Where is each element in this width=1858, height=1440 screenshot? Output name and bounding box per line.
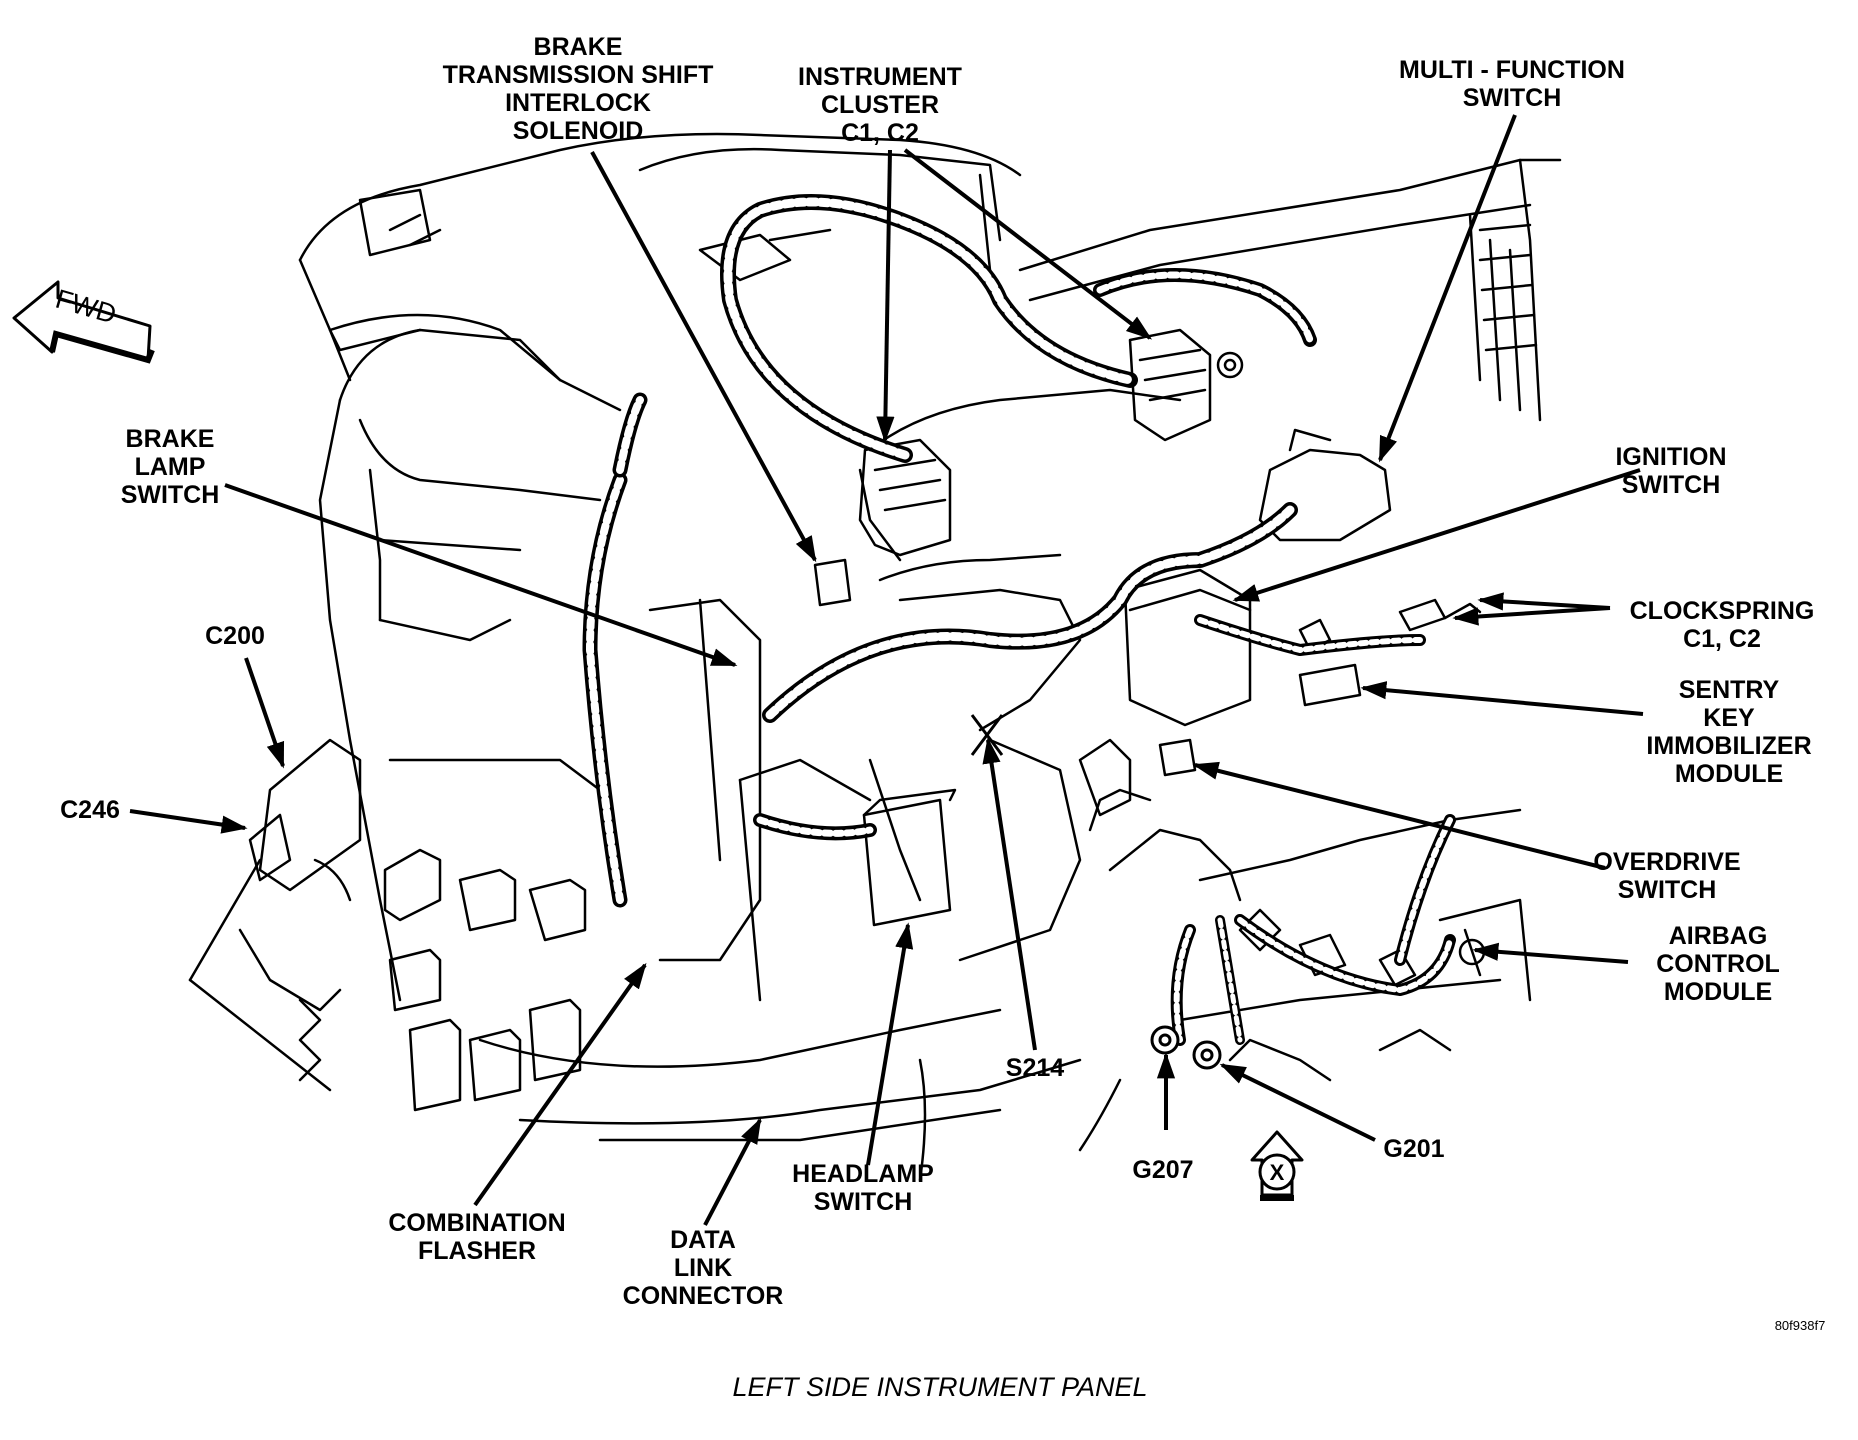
label-multi-function-switch: MULTI - FUNCTION SWITCH (1399, 56, 1625, 112)
label-line: CONNECTOR (622, 1282, 784, 1310)
figure-caption: LEFT SIDE INSTRUMENT PANEL (732, 1372, 1148, 1402)
label-line: BRAKE (533, 33, 623, 61)
label-sentry-key-immobilizer-module: SENTRY KEY IMMOBILIZER MODULE (1646, 676, 1811, 788)
label-line: G207 (1132, 1156, 1194, 1184)
leader-instrument-cluster-c2 (903, 148, 1153, 340)
label-line: LAMP (134, 453, 206, 481)
label-combination-flasher: COMBINATION FLASHER (388, 1209, 565, 1265)
label-line: SWITCH (1621, 471, 1721, 499)
label-s214: S214 (1006, 1054, 1064, 1082)
label-line: FLASHER (417, 1237, 537, 1265)
label-clockspring: CLOCKSPRING C1, C2 (1630, 597, 1815, 653)
label-headlamp-switch: HEADLAMP SWITCH (792, 1160, 934, 1216)
label-g201: G201 (1383, 1135, 1444, 1163)
view-x-letter: X (1270, 1160, 1285, 1185)
leader-data-link-connector (703, 1117, 762, 1226)
leader-g201 (1219, 1063, 1376, 1142)
s214-splice-mark (970, 714, 1004, 756)
leader-brake-lamp-switch (224, 483, 738, 667)
leader-ignition-switch (1232, 468, 1641, 602)
label-c246: C246 (60, 796, 120, 824)
leader-overdrive-switch (1192, 761, 1606, 870)
label-line: SWITCH (120, 481, 220, 509)
label-line: SOLENOID (512, 117, 644, 145)
label-line: DATA (670, 1226, 736, 1254)
label-line: SWITCH (1617, 876, 1717, 904)
label-ignition-switch: IGNITION SWITCH (1615, 443, 1726, 499)
leader-headlamp-switch (866, 922, 914, 1166)
label-instrument-cluster: INSTRUMENT CLUSTER C1, C2 (798, 63, 962, 147)
label-line: C1, C2 (1683, 625, 1761, 653)
label-line: CONTROL (1656, 950, 1780, 978)
label-airbag-control-module: AIRBAG CONTROL MODULE (1656, 922, 1780, 1006)
label-line: MODULE (1663, 978, 1773, 1006)
label-line: C200 (205, 622, 265, 650)
label-overdrive-switch: OVERDRIVE SWITCH (1593, 848, 1740, 904)
leader-clockspring-c2 (1452, 606, 1611, 626)
leader-brake-tsi-solenoid (590, 151, 817, 563)
label-line: BRAKE (125, 425, 215, 453)
label-line: HEADLAMP (792, 1160, 934, 1188)
callout-leaders (129, 114, 1644, 1226)
label-c200: C200 (205, 622, 265, 650)
leader-sentry-key (1360, 681, 1644, 716)
leader-s214 (982, 737, 1037, 1051)
ground-studs (1150, 1025, 1222, 1070)
leader-combination-flasher (473, 962, 647, 1207)
wiring-harness (582, 194, 1456, 1046)
label-data-link-connector: DATA LINK CONNECTOR (623, 1226, 784, 1310)
label-line: LINK (673, 1254, 733, 1282)
label-line: INSTRUMENT (798, 63, 962, 91)
figure-id: 80f938f7 (1774, 1318, 1826, 1333)
label-brake-tsi-solenoid: BRAKE TRANSMISSION SHIFT INTERLOCK SOLEN… (443, 33, 714, 145)
leader-c246 (129, 809, 248, 834)
label-line: KEY (1703, 704, 1755, 732)
label-line: INTERLOCK (505, 89, 651, 117)
label-line: IMMOBILIZER (1646, 732, 1812, 760)
label-line: SWITCH (1462, 84, 1562, 112)
label-line: CLUSTER (820, 91, 940, 119)
leader-c200 (244, 657, 285, 769)
label-line: OVERDRIVE (1593, 848, 1741, 876)
label-line: C1, C2 (841, 119, 919, 147)
label-line: G201 (1383, 1135, 1445, 1163)
leader-instrument-cluster-c1 (876, 149, 895, 443)
label-line: SWITCH (813, 1188, 913, 1216)
label-line: C246 (60, 796, 120, 824)
label-line: TRANSMISSION SHIFT (442, 61, 714, 89)
leader-airbag-module (1472, 942, 1629, 964)
label-line: COMBINATION (388, 1209, 566, 1237)
view-x-marker: X (1250, 1130, 1304, 1201)
label-brake-lamp-switch: BRAKE LAMP SWITCH (121, 425, 220, 509)
label-line: AIRBAG (1668, 922, 1768, 950)
label-line: IGNITION (1615, 443, 1727, 471)
label-line: S214 (1005, 1054, 1065, 1082)
label-line: CLOCKSPRING (1629, 597, 1815, 625)
label-line: MODULE (1674, 760, 1784, 788)
label-g207: G207 (1132, 1156, 1193, 1184)
label-line: SENTRY (1678, 676, 1780, 704)
label-line: MULTI - FUNCTION (1399, 56, 1625, 84)
fwd-arrow: FWD (12, 280, 155, 364)
leader-clockspring-c1 (1477, 592, 1611, 611)
leader-multi-function-switch (1378, 114, 1517, 463)
